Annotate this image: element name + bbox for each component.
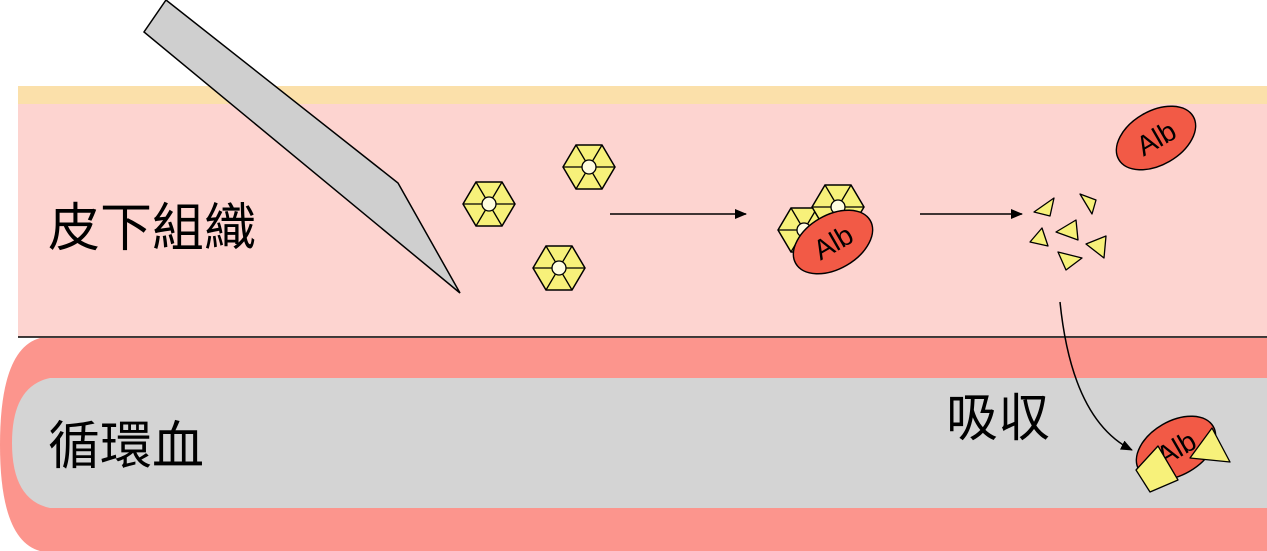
absorption-arrow bbox=[1059, 301, 1133, 451]
fragment bbox=[1057, 251, 1083, 271]
needle bbox=[142, 0, 461, 294]
skin-surface-layer bbox=[18, 86, 1267, 104]
fragment bbox=[1135, 445, 1179, 493]
blood-lumen bbox=[12, 378, 1267, 508]
fragment bbox=[1029, 227, 1049, 247]
fragment bbox=[1079, 193, 1097, 215]
subcutaneous-tissue-layer bbox=[18, 104, 1267, 337]
free-albumin: Alb bbox=[1115, 105, 1197, 171]
fragment bbox=[1033, 197, 1055, 217]
fragment bbox=[1085, 235, 1107, 259]
absorbed-albumin-complex: Alb bbox=[1135, 415, 1231, 493]
insulin-fragments bbox=[1029, 193, 1107, 271]
circulating-blood-label: 循環血 bbox=[48, 417, 204, 477]
subcutaneous-tissue-label: 皮下組織 bbox=[48, 199, 256, 259]
hexamer-albumin-complex: Alb bbox=[777, 184, 874, 275]
fragment bbox=[1055, 219, 1079, 241]
absorption-label: 吸収 bbox=[946, 389, 1050, 449]
fragment bbox=[1189, 427, 1231, 463]
